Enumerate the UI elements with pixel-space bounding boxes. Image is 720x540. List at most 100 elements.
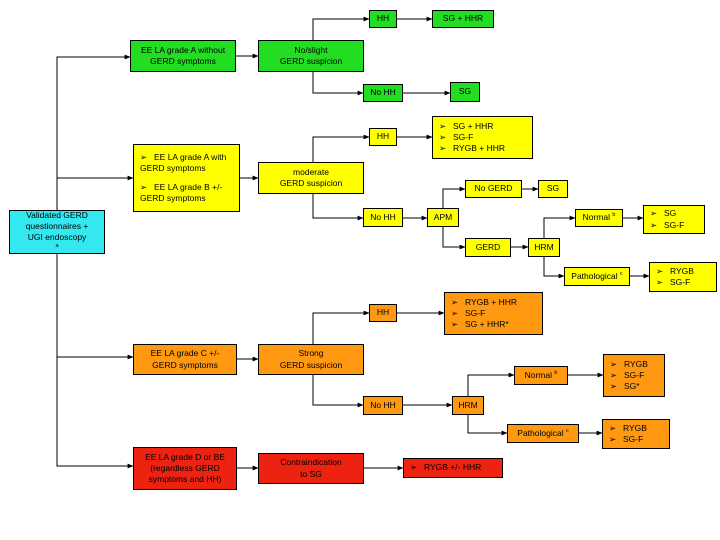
connector-apm-down bbox=[442, 227, 466, 250]
start-line-3: UGI endoscopy bbox=[27, 232, 87, 242]
no-slight-line-2: GERD suspicion bbox=[279, 56, 343, 66]
ee-a-b-item-1-text: EE LA grade A with GERD symptoms bbox=[140, 152, 227, 174]
orange-normal-option-1-text: RYGB bbox=[624, 358, 648, 369]
orange-hrm-label: HRM bbox=[458, 399, 478, 410]
footnote-b: b bbox=[612, 212, 616, 219]
connector-start-trunk-lower bbox=[56, 254, 134, 469]
orange-hh-label: HH bbox=[376, 307, 390, 318]
bullet-icon: ➢ bbox=[140, 181, 148, 192]
connector-yellow-split-down bbox=[312, 194, 364, 221]
yellow-normal-label: Normal bbox=[582, 212, 610, 223]
orange-pathological-node: Pathological c bbox=[507, 424, 579, 443]
apm-no-gerd-sg-node: SG bbox=[538, 180, 568, 198]
yellow-pathological-option-1-text: RYGB bbox=[670, 265, 694, 276]
yellow-pathological-option-2-text: SG-F bbox=[670, 277, 691, 287]
green-hh-node: HH bbox=[369, 10, 397, 28]
apm-node: APM bbox=[427, 208, 459, 227]
bullet-icon: ➢ bbox=[609, 422, 617, 433]
connector-o-hrm-down bbox=[467, 415, 508, 436]
connector-hrm-up bbox=[543, 215, 576, 238]
ee-grade-a-without-symptoms-node: EE LA grade A without GERD symptoms bbox=[130, 40, 236, 72]
orange-pathological-options-node: ➢ RYGB ➢SG-F bbox=[602, 419, 670, 449]
apm-gerd-node: GERD bbox=[465, 238, 511, 257]
bullet-icon: ➢ bbox=[439, 131, 447, 142]
orange-normal-options-node: ➢RYGB ➢SG-F ➢SG* bbox=[603, 354, 665, 397]
orange-normal-option-1: ➢RYGB bbox=[610, 359, 648, 370]
yellow-hh-option-1: ➢SG + HHR bbox=[439, 121, 493, 132]
orange-normal-label: Normal bbox=[524, 369, 552, 380]
start-node-text: Validated GERD questionnaires + UGI endo… bbox=[26, 210, 89, 254]
bullet-icon: ➢ bbox=[451, 307, 459, 318]
ee-d-line-1: EE LA grade D or BE bbox=[145, 451, 225, 462]
no-slight-suspicion-node: No/slight GERD suspicion bbox=[258, 40, 364, 72]
start-line-2: questionnaires + bbox=[25, 220, 89, 231]
ee-a-b-item-2-text: EE LA grade B +/- GERD symptoms bbox=[140, 181, 223, 203]
ee-grade-a-b-symptoms-node: ➢EE LA grade A with GERD symptoms ➢EE LA… bbox=[133, 144, 240, 212]
ee-grade-d-be-node: EE LA grade D or BE (regardless GERD sym… bbox=[133, 447, 237, 490]
orange-normal-option-3: ➢SG* bbox=[610, 381, 640, 392]
bullet-icon: ➢ bbox=[609, 434, 617, 444]
moderate-suspicion-node: moderate GERD suspicion bbox=[258, 162, 364, 194]
moderate-line-1: moderate bbox=[293, 166, 329, 177]
apm-no-gerd-label: No GERD bbox=[474, 183, 513, 194]
yellow-hh-option-2: ➢ SG-F bbox=[439, 132, 473, 143]
moderate-line-2: GERD suspicion bbox=[279, 178, 343, 188]
connector-hrm-down bbox=[543, 257, 565, 279]
green-sg-label: SG bbox=[458, 86, 472, 97]
ee-a-b-item-2: ➢EE LA grade B +/- GERD symptoms bbox=[140, 182, 233, 204]
orange-normal-option-3-text: SG* bbox=[624, 381, 640, 392]
connector-apm-up bbox=[442, 186, 466, 208]
green-sg-node: SG bbox=[450, 82, 480, 102]
green-no-hh-node: No HH bbox=[363, 84, 403, 102]
orange-pathological-option-1: ➢ RYGB bbox=[609, 423, 647, 434]
red-option-1-text: RYGB +/- HHR bbox=[424, 462, 482, 473]
connector-orange-split-down bbox=[312, 375, 364, 408]
orange-pathological-option-2: ➢SG-F bbox=[609, 434, 643, 445]
strong-line-2: GERD suspicion bbox=[279, 359, 343, 370]
bullet-icon: ➢ bbox=[656, 265, 664, 276]
ee-a-b-item-1: ➢EE LA grade A with GERD symptoms bbox=[140, 152, 233, 174]
orange-pathological-option-1-text: RYGB bbox=[623, 422, 647, 433]
green-sg-hhr-label: SG + HHR bbox=[442, 13, 484, 24]
bullet-icon: ➢ bbox=[656, 277, 664, 287]
orange-hh-option-2: ➢ SG-F bbox=[451, 308, 485, 319]
bullet-icon: ➢ bbox=[610, 369, 618, 380]
start-line-1: Validated GERD bbox=[26, 209, 88, 220]
connector-green-split bbox=[312, 16, 370, 40]
ee-c-line-2: GERD symptoms bbox=[152, 359, 218, 370]
strong-suspicion-node: Strong GERD suspicion bbox=[258, 344, 364, 375]
connector-o-hrm-up bbox=[467, 372, 515, 396]
ee-grade-c-node: EE LA grade C +/- GERD symptoms bbox=[133, 344, 237, 375]
contraindication-line-1: Contraindication bbox=[280, 457, 342, 468]
apm-no-gerd-node: No GERD bbox=[465, 180, 522, 198]
orange-hh-option-3-text: SG + HHR* bbox=[465, 319, 509, 330]
connector-green-split-down bbox=[312, 72, 364, 96]
orange-no-hh-node: No HH bbox=[363, 396, 403, 415]
footnote-b: b bbox=[554, 369, 558, 376]
yellow-pathological-label: Pathological bbox=[571, 270, 618, 281]
orange-hrm-node: HRM bbox=[452, 396, 484, 415]
bullet-icon: ➢ bbox=[140, 152, 148, 163]
yellow-hh-option-2-text: SG-F bbox=[453, 131, 474, 142]
yellow-no-hh-node: No HH bbox=[363, 208, 403, 227]
yellow-normal-node: Normal b bbox=[575, 209, 623, 227]
connector-orange-split-up bbox=[312, 310, 370, 344]
yellow-hrm-label: HRM bbox=[534, 241, 554, 252]
orange-hh-option-2-text: SG-F bbox=[465, 307, 486, 318]
yellow-hh-option-1-text: SG + HHR bbox=[453, 120, 494, 131]
red-option-1: ➢ RYGB +/- HHR bbox=[410, 462, 481, 473]
yellow-hh-label: HH bbox=[376, 131, 390, 142]
bullet-icon: ➢ bbox=[650, 208, 658, 219]
yellow-hh-option-3-text: RYGB + HHR bbox=[453, 143, 506, 154]
apm-label: APM bbox=[433, 211, 453, 222]
strong-line-1: Strong bbox=[298, 348, 324, 359]
orange-hh-node: HH bbox=[369, 304, 397, 322]
yellow-normal-option-2: ➢SG-F bbox=[650, 220, 684, 231]
ee-a-no-symptoms-line-2: GERD symptoms bbox=[150, 56, 216, 66]
yellow-hrm-node: HRM bbox=[528, 238, 560, 257]
green-no-hh-label: No HH bbox=[370, 87, 396, 98]
bullet-icon: ➢ bbox=[650, 219, 658, 230]
red-option-node: ➢ RYGB +/- HHR bbox=[403, 458, 503, 478]
bullet-icon: ➢ bbox=[410, 462, 418, 473]
